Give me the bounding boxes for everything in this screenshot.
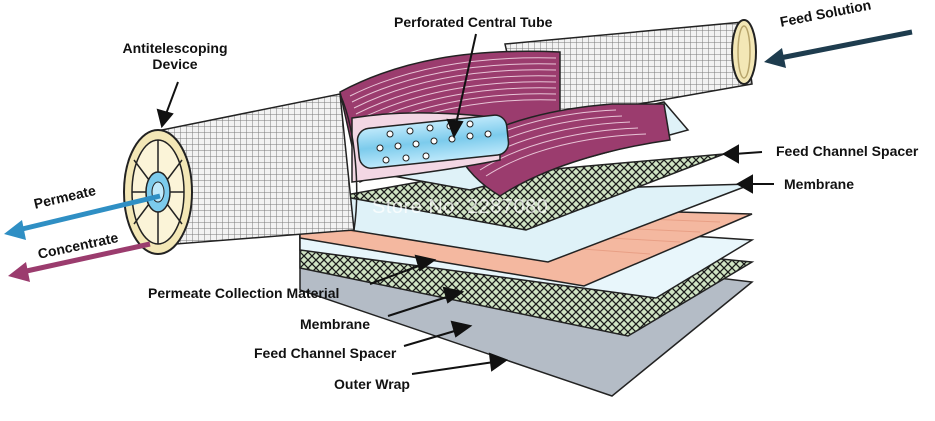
feed-solution-arrow [764, 29, 913, 68]
permeate-arrow [4, 193, 161, 240]
watermark: Store No: 2287080 [372, 196, 549, 218]
label-perforated-central-tube: Perforated Central Tube [394, 14, 553, 30]
label-feed-channel-spacer-top: Feed Channel Spacer [776, 143, 919, 159]
antitelescoping-line1: Antitelescoping [122, 40, 228, 56]
label-feed-channel-spacer-bottom: Feed Channel Spacer [254, 345, 397, 361]
label-outer-wrap: Outer Wrap [334, 376, 410, 392]
feed-channel-spacer-sheet-top [339, 153, 725, 231]
tube-perforations [376, 120, 492, 164]
label-membrane-bottom: Membrane [300, 316, 371, 332]
label-permeate-collection-material: Permeate Collection Material [148, 285, 340, 301]
antitelescoping-line2: Device [152, 56, 198, 72]
cylinder-right-endcap [731, 19, 757, 85]
pointer-arrows [156, 33, 774, 375]
label-antitelescoping-device: Antitelescoping Device [110, 40, 240, 72]
concentrate-arrow [8, 241, 151, 282]
spiral-fold-layers [455, 103, 671, 197]
label-membrane-top: Membrane [784, 176, 855, 192]
